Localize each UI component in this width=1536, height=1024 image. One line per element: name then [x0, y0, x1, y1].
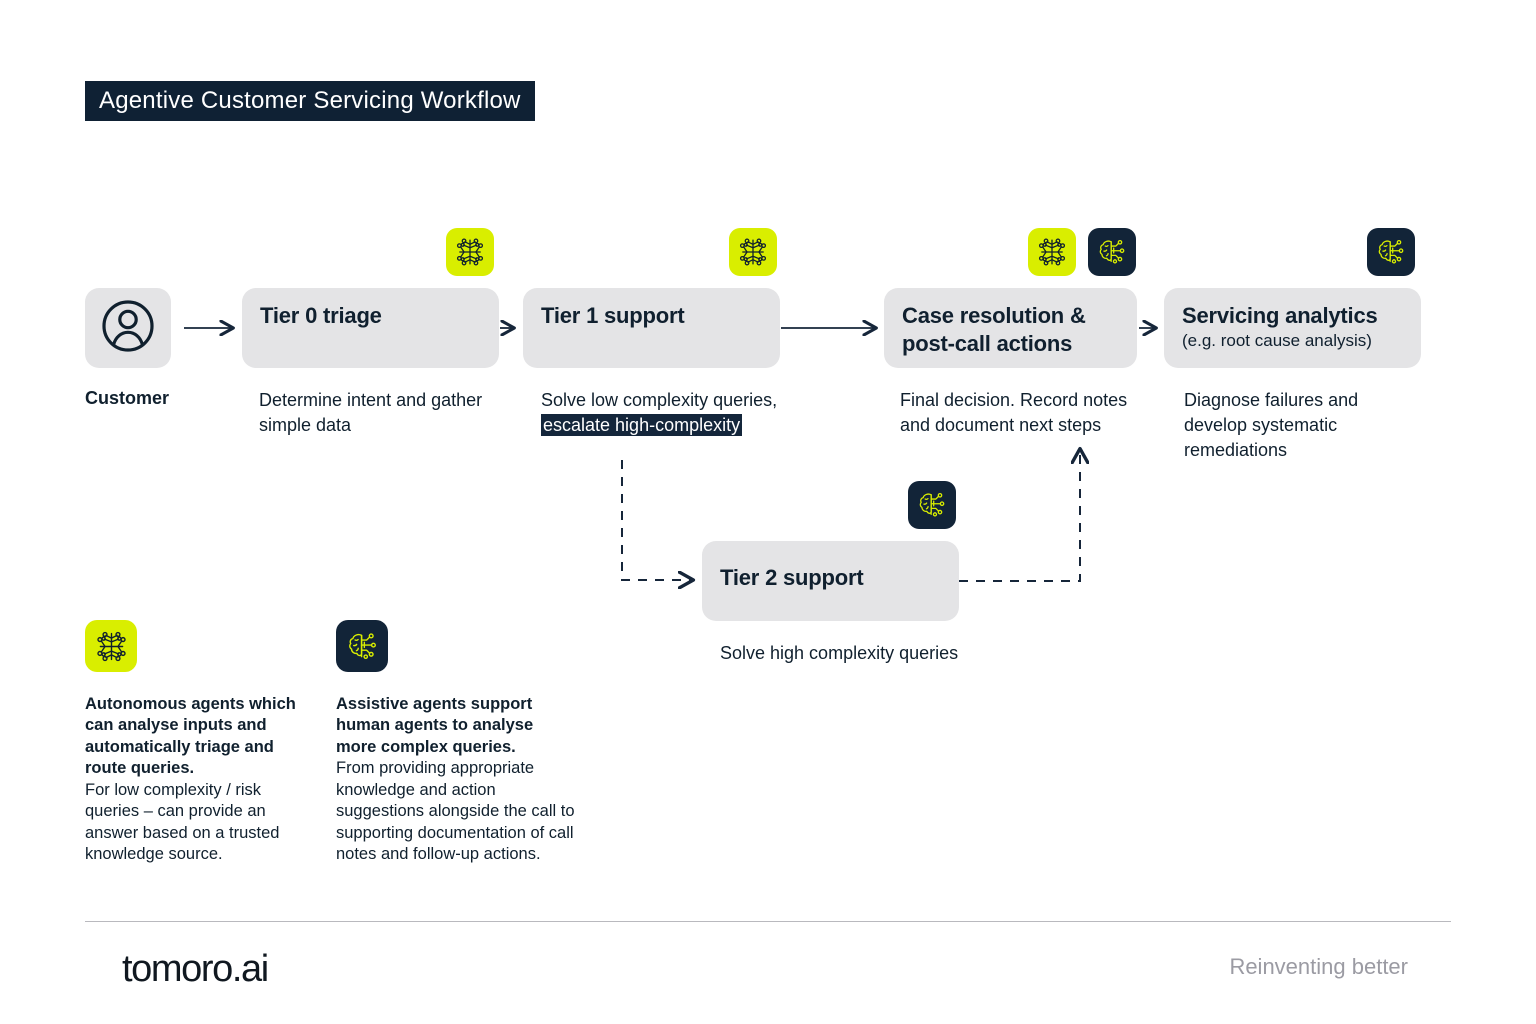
caption-tier0: Determine intent and gather simple data	[259, 390, 483, 435]
caption-tier1-plain: Solve low complexity queries,	[541, 390, 778, 410]
legend-assistive-chip	[336, 620, 388, 672]
caption-tier1: Solve low complexity queries, escalate h…	[541, 388, 781, 438]
node-case-resolution[interactable]: Case resolution & post-call actions	[884, 288, 1137, 368]
customer-avatar-icon	[100, 298, 156, 359]
customer-label: Customer	[85, 388, 170, 408]
page-title-text: Agentive Customer Servicing Workflow	[99, 87, 521, 114]
legend-assistive-strong: Assistive agents support human agents to…	[336, 695, 534, 756]
assistive-agent-icon	[1099, 239, 1125, 264]
node-tier0[interactable]: Tier 0 triage	[242, 288, 499, 368]
caption-servicing-analytics: Diagnose failures and develop systematic…	[1184, 390, 1359, 460]
agent-chip-autonomous-tier0	[446, 228, 494, 276]
autonomous-agent-icon	[96, 631, 126, 661]
autonomous-agent-icon	[739, 238, 767, 266]
node-tier2-title: Tier 2 support	[720, 565, 864, 590]
footer-divider	[85, 921, 1451, 922]
legend-autonomous-strong: Autonomous agents which can analyse inpu…	[85, 695, 296, 778]
autonomous-agent-icon	[456, 238, 484, 266]
node-case-resolution-title: Case resolution & post-call actions	[902, 303, 1086, 357]
assistive-agent-icon	[919, 492, 945, 517]
node-servicing-analytics[interactable]: Servicing analytics (e.g. root cause ana…	[1164, 288, 1421, 368]
page-title: Agentive Customer Servicing Workflow	[85, 81, 535, 121]
brand-logo: tomoro.ai	[122, 948, 269, 990]
agent-chip-assistive-analytics	[1367, 228, 1415, 276]
caption-tier1-highlight: escalate high-complexity	[541, 413, 743, 436]
footer-tagline: Reinventing better	[1229, 954, 1408, 979]
arrow-tier1-escalate-to-tier2	[621, 460, 693, 580]
node-servicing-analytics-subtitle: (e.g. root cause analysis)	[1182, 331, 1372, 351]
caption-tier2: Solve high complexity queries	[720, 643, 959, 663]
assistive-agent-icon	[348, 632, 376, 659]
agent-chip-assistive-tier2	[908, 481, 956, 529]
node-tier0-title: Tier 0 triage	[260, 303, 382, 328]
arrow-tier2-to-case	[959, 449, 1080, 582]
legend-assistive-body: From providing appropriate knowledge and…	[336, 759, 575, 864]
legend-autonomous-chip	[85, 620, 137, 672]
assistive-agent-icon	[1378, 239, 1404, 264]
agent-chip-assistive-case	[1088, 228, 1136, 276]
autonomous-agent-icon	[1038, 238, 1066, 266]
node-tier2[interactable]: Tier 2 support	[702, 541, 959, 621]
caption-case-resolution: Final decision. Record notes and documen…	[900, 390, 1128, 435]
customer-avatar	[85, 288, 171, 368]
legend-autonomous-body: For low complexity / risk queries – can …	[85, 780, 280, 864]
agent-chip-autonomous-tier1	[729, 228, 777, 276]
node-servicing-analytics-title: Servicing analytics	[1182, 303, 1378, 328]
legend-item-assistive: Assistive agents support human agents to…	[336, 620, 576, 866]
agent-chip-autonomous-case	[1028, 228, 1076, 276]
node-tier1[interactable]: Tier 1 support	[523, 288, 780, 368]
legend-item-autonomous: Autonomous agents which can analyse inpu…	[85, 620, 317, 866]
node-tier1-title: Tier 1 support	[541, 303, 685, 328]
